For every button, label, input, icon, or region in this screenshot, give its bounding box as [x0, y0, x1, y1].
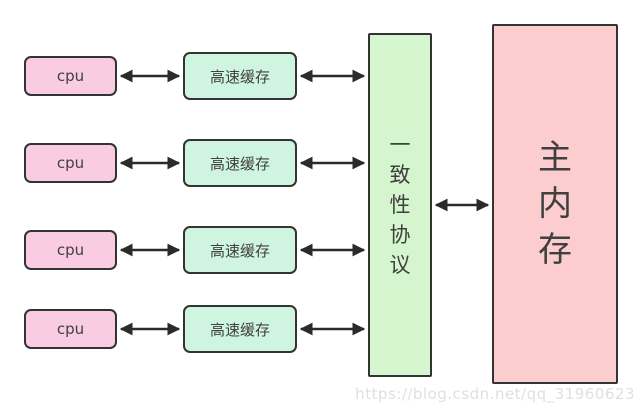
main-memory-label: 主内存: [538, 138, 572, 270]
cpu-node-1: cpu: [24, 56, 117, 96]
cache-node-1: 高速缓存: [183, 52, 297, 100]
cpu-node-2: cpu: [24, 143, 117, 183]
cpu-node-3: cpu: [24, 230, 117, 270]
watermark: https://blog.csdn.net/qq_31960623: [355, 385, 635, 403]
cpu-node-4: cpu: [24, 309, 117, 349]
main-memory-node: 主内存: [492, 24, 618, 384]
cache-node-4: 高速缓存: [183, 305, 297, 353]
cache-node-3: 高速缓存: [183, 226, 297, 274]
coherence-protocol-node: 一致性协议: [368, 33, 432, 377]
coherence-protocol-label: 一致性协议: [389, 133, 411, 277]
cache-node-2: 高速缓存: [183, 139, 297, 187]
